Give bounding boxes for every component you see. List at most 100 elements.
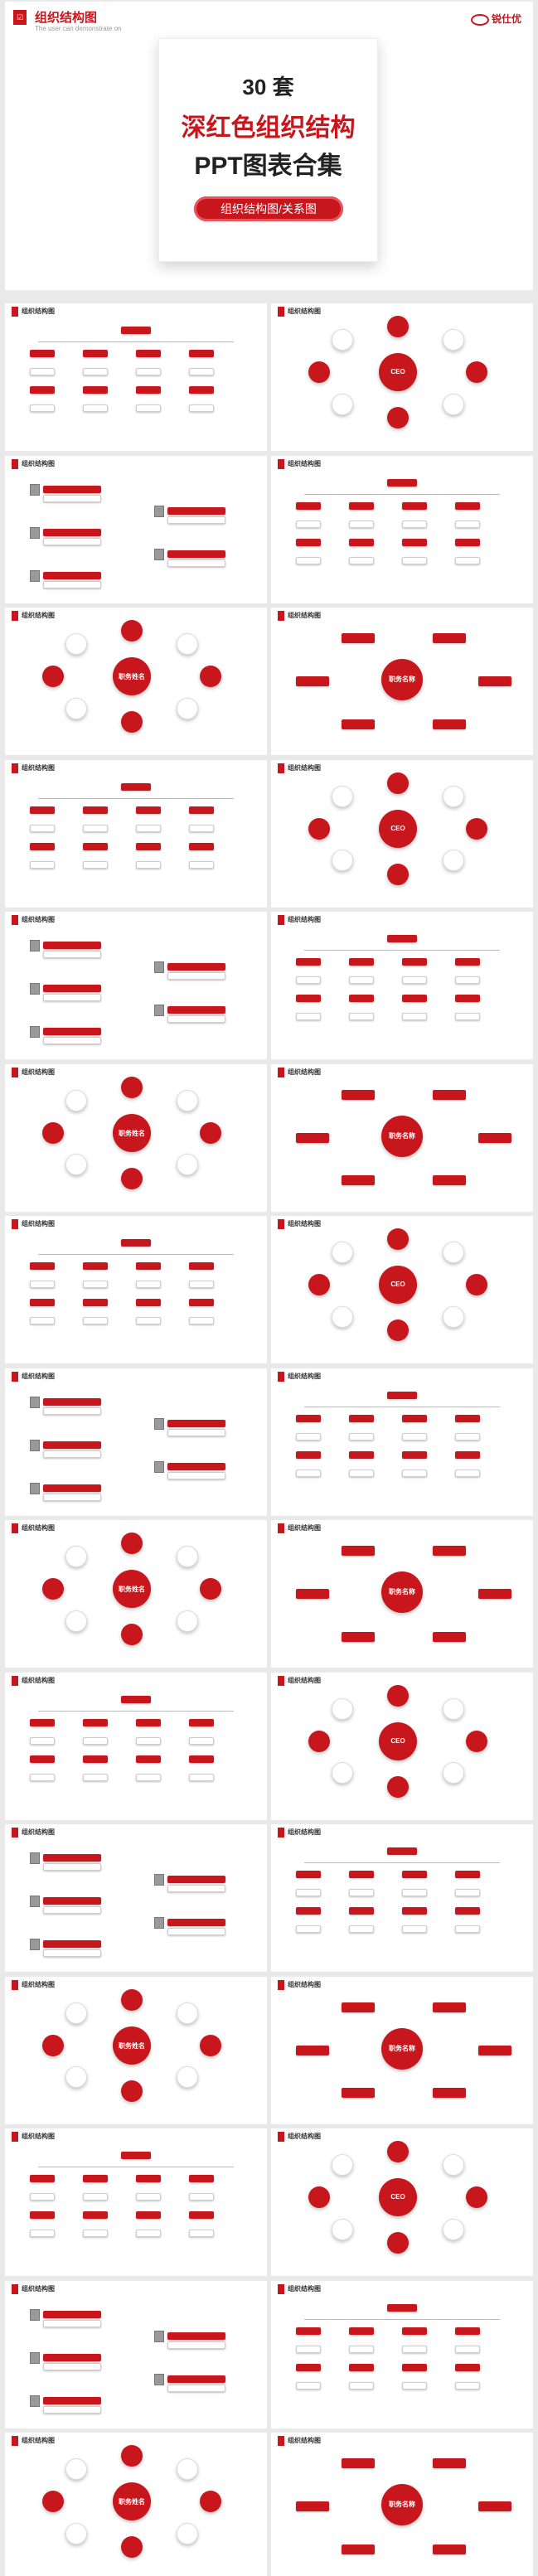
slide-flag-icon [12, 2132, 18, 2142]
connector-line [38, 1254, 234, 1255]
center-circle [379, 809, 417, 848]
center-circle [113, 1570, 151, 1608]
satellite-circle [65, 1610, 87, 1632]
hub-label: 职务名称 [389, 1131, 415, 1140]
org-node [30, 386, 55, 394]
slide-flag-icon [278, 307, 284, 317]
avatar-photo [154, 1417, 164, 1430]
org-node [296, 538, 321, 546]
slide-title: 组织结构图 [288, 1372, 321, 1380]
satellite-circle [466, 2186, 487, 2208]
slide-title: 组织结构图 [288, 307, 321, 315]
center-label: CEO [390, 2193, 405, 2201]
org-node [296, 501, 321, 510]
center-circle [379, 1721, 417, 1760]
info-box [167, 1462, 225, 1470]
org-node [349, 976, 374, 984]
slide-flag-icon [12, 307, 18, 317]
avatar-photo [30, 2394, 40, 2407]
info-box [43, 1450, 101, 1458]
org-node [402, 1013, 427, 1020]
connector-line [304, 2318, 500, 2320]
org-node [30, 368, 55, 375]
org-node [83, 1755, 108, 1763]
org-node [189, 806, 214, 814]
slide-title: 组织结构图 [288, 1980, 321, 1988]
org-node [402, 538, 427, 546]
avatar-photo [154, 2330, 164, 2342]
org-node [402, 995, 427, 1002]
org-node [30, 2193, 55, 2201]
satellite-circle [200, 1121, 221, 1144]
slide-title: 组织结构图 [22, 1676, 55, 1684]
slide-title: 组织结构图 [288, 1828, 321, 1836]
slide-title: 组织结构图 [288, 1220, 321, 1227]
satellite-circle [42, 2034, 64, 2056]
root-node [121, 1239, 151, 1247]
slide-title: 组织结构图 [22, 916, 55, 923]
slide-flag-icon [12, 2283, 18, 2294]
slide-card: 组织结构图职务姓名 [5, 1976, 267, 2124]
org-node [83, 2230, 108, 2237]
satellite-circle [65, 2522, 87, 2545]
org-node [296, 2327, 321, 2335]
slide-title: 组织结构图 [288, 1068, 321, 1076]
satellite-circle [42, 1578, 64, 1600]
org-node [402, 2381, 427, 2390]
info-box [43, 1906, 101, 1914]
info-box [43, 1940, 101, 1948]
slide-flag-icon [12, 611, 18, 621]
info-box [43, 2362, 101, 2370]
info-box [167, 550, 225, 558]
slide-title: 组织结构图 [288, 2133, 321, 2140]
satellite-circle [121, 1533, 143, 1554]
org-node [402, 2327, 427, 2335]
cover-category-pill: 组织结构图/关系图 [194, 196, 343, 221]
avatar-photo [154, 505, 164, 517]
org-node [136, 824, 161, 832]
info-box [43, 2405, 101, 2414]
avatar-photo [154, 961, 164, 973]
center-label: 职务姓名 [119, 1586, 145, 1593]
org-node [296, 1871, 321, 1878]
radial-node [433, 1546, 466, 1557]
org-node [136, 350, 161, 357]
org-node [189, 404, 214, 412]
satellite-circle [387, 2141, 409, 2162]
satellite-circle [121, 1624, 143, 1645]
info-box [167, 506, 225, 515]
org-node [349, 2327, 374, 2335]
cover-header-subtitle: The user can demonstrate on [35, 25, 122, 32]
org-node [189, 1299, 214, 1306]
slide-flag-icon [278, 2283, 284, 2294]
slide-card: 组织结构图职务名称 [271, 608, 533, 755]
slide-flag-icon [278, 763, 284, 773]
org-node [189, 386, 214, 394]
org-node [402, 501, 427, 510]
org-node [189, 350, 214, 357]
info-box [167, 516, 225, 524]
info-box [43, 1407, 101, 1415]
org-node [136, 842, 161, 850]
hub-circle [381, 2027, 423, 2070]
slide-card: 组织结构图 [5, 912, 267, 1059]
satellite-circle [331, 2154, 353, 2177]
avatar-photo [30, 526, 40, 539]
radial-node [478, 1132, 511, 1143]
info-box [167, 2331, 225, 2340]
satellite-circle [331, 1305, 353, 1328]
satellite-circle [42, 666, 64, 687]
org-node [455, 958, 480, 966]
slide-flag-icon [12, 1067, 18, 1077]
radial-node [433, 633, 466, 644]
slide-card: 组织结构图 [271, 2280, 533, 2428]
avatar-photo [154, 1460, 164, 1473]
info-box [167, 1419, 225, 1427]
satellite-circle [177, 633, 199, 656]
satellite-circle [177, 1154, 199, 1176]
org-node [136, 404, 161, 412]
avatar-photo [154, 1005, 164, 1016]
org-node [349, 1414, 374, 1422]
slide-title: 组织结构图 [288, 2437, 321, 2444]
